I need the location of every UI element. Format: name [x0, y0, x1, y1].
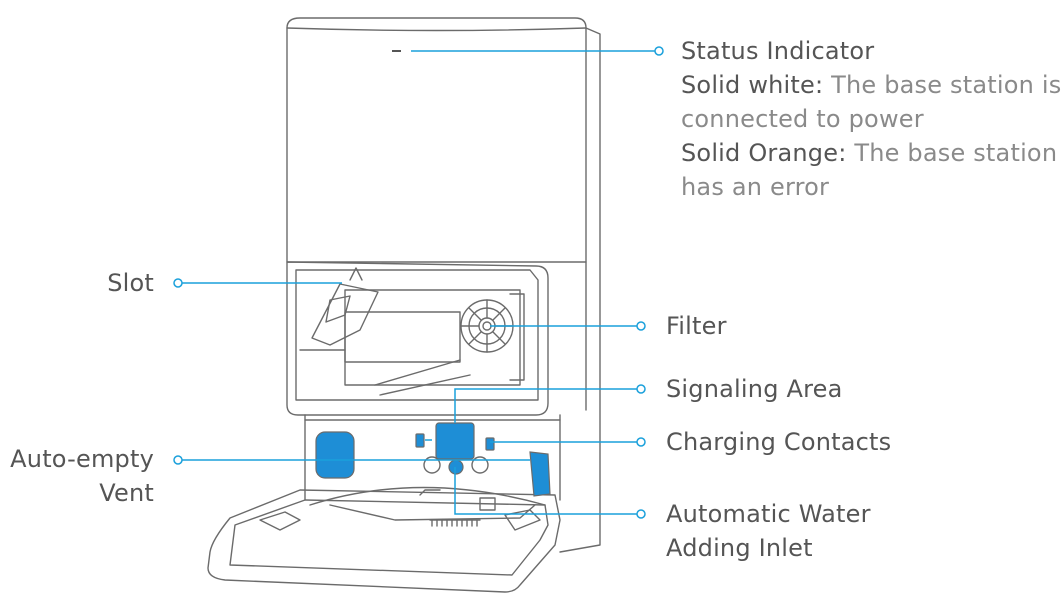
charging-contact-right: [485, 437, 495, 451]
signaling-area-label: Signaling Area: [666, 375, 843, 403]
base-ramp: [207, 489, 561, 593]
signaling-callout-line: [454, 388, 637, 423]
slot-label: Slot: [107, 269, 154, 297]
auto-empty-vent-highlight: [315, 431, 355, 479]
solid-white-desc-1: The base station is: [831, 71, 1062, 99]
solid-orange-desc-1: The base station: [854, 139, 1058, 167]
auto-empty-vent-label: Auto-empty Vent: [10, 442, 154, 510]
solid-orange-desc-2: has an error: [681, 173, 830, 201]
solid-white-term: Solid white:: [681, 71, 824, 99]
charging-contact-left: [415, 433, 425, 448]
tank-lid-edge: [286, 27, 587, 32]
water-callout-line: [454, 467, 637, 515]
auto-empty-vent-line1: Auto-empty: [10, 445, 154, 473]
water-inlet-line2: Adding Inlet: [666, 534, 813, 562]
comb-brush: [429, 519, 481, 527]
auto-empty-vent-line2: Vent: [99, 479, 154, 507]
dust-tank-body: [286, 17, 587, 263]
base-front-panel: [304, 414, 561, 501]
signaling-area-highlight: [435, 422, 475, 460]
status-indicator-title: Status Indicator: [681, 37, 875, 65]
solid-white-desc-2: connected to power: [681, 105, 924, 133]
water-inlet-highlight: [448, 459, 464, 475]
status-indicator-label: Status Indicator Solid white: The base s…: [681, 34, 1061, 204]
water-inlet-label: Automatic Water Adding Inlet: [666, 497, 871, 565]
charging-contacts-label: Charging Contacts: [666, 428, 892, 456]
slot-housing: [286, 261, 549, 416]
bag-slot-flap: [311, 283, 379, 346]
water-inlet-line1: Automatic Water: [666, 500, 871, 528]
station-side-panel: [559, 27, 601, 553]
filter-label: Filter: [666, 312, 727, 340]
side-vent-highlight: [529, 451, 551, 497]
solid-orange-term: Solid Orange:: [681, 139, 847, 167]
